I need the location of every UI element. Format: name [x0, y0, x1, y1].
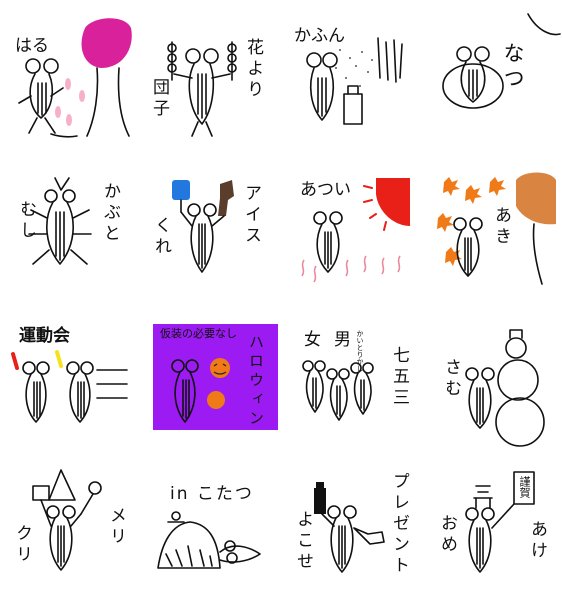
sticker-new-year[interactable]: 謹賀 あけ おめ: [430, 462, 560, 597]
caption-1: かぶと: [100, 182, 120, 245]
caption-1: プレゼント: [389, 472, 409, 577]
caption-1: アイス: [241, 184, 261, 247]
sticker-present-drawing: [314, 482, 385, 573]
caption-1: 花より: [243, 38, 263, 101]
caption-v: 七五三: [389, 346, 409, 409]
sticker-beetle[interactable]: かぶと むし: [5, 160, 135, 295]
sticker-cold-drawing: [465, 329, 545, 447]
sticker-hanami[interactable]: 花より 団子: [148, 8, 278, 143]
sticker-shichigosan[interactable]: 女 男 かいとりかし 七五三: [290, 318, 420, 453]
sticker-halloween[interactable]: 仮装の必要なし ハロウィン: [148, 318, 278, 453]
sticker-kotatsu[interactable]: in こたつ: [148, 462, 278, 597]
sticker-beetle-drawing: [28, 177, 92, 265]
caption-2: むし: [16, 200, 36, 242]
caption-2: おめ: [437, 514, 457, 556]
caption-2: よこせ: [293, 510, 313, 573]
sticker-pollen-drawing: [306, 37, 403, 125]
sticker-autumn-drawing: [437, 172, 556, 285]
caption-2: クリ: [12, 524, 32, 566]
caption: はる: [15, 36, 49, 56]
sticker-sports-day-drawing: [11, 350, 128, 423]
caption-top: 仮装の必要なし: [160, 327, 237, 340]
sticker-ice[interactable]: アイス くれ: [148, 160, 278, 295]
caption-women: 女: [304, 330, 321, 350]
caption-2: 団子: [149, 78, 169, 120]
sticker-sports-day[interactable]: 運動会: [5, 318, 135, 453]
sticker-hanami-drawing: [167, 41, 237, 137]
caption-tiny: かいとりかし: [356, 330, 364, 372]
sticker-summer[interactable]: なつ: [430, 8, 561, 143]
caption-v: ハロウィン: [247, 334, 265, 429]
sticker-ice-drawing: [172, 180, 234, 273]
sticker-christmas-drawing: [32, 469, 102, 571]
caption: かふん: [294, 26, 345, 46]
caption: あつい: [300, 180, 351, 200]
sticker-spring-drawing: [18, 18, 132, 138]
sticker-autumn[interactable]: あき: [430, 160, 560, 295]
sticker-spring[interactable]: はる: [5, 8, 135, 143]
sticker-halloween-drawing: [153, 324, 278, 430]
caption: さむ: [441, 358, 461, 400]
caption: あき: [491, 206, 511, 248]
sticker-summer-drawing: [442, 13, 561, 109]
caption-men: 男: [334, 330, 351, 350]
sticker-cold[interactable]: さむ: [430, 318, 560, 453]
caption: なつ: [501, 42, 525, 92]
caption-1: あけ: [527, 520, 547, 562]
sticker-present[interactable]: プレゼント よこせ: [290, 462, 420, 597]
sticker-shichigosan-drawing: [302, 360, 374, 421]
caption: in こたつ: [170, 484, 254, 504]
new-year-sign: 謹賀: [518, 476, 531, 498]
caption-1: メリ: [106, 506, 126, 548]
sticker-new-year-drawing: [465, 471, 535, 573]
sticker-kotatsu-drawing: [157, 511, 261, 569]
sticker-christmas[interactable]: メリ クリ: [5, 462, 135, 597]
caption: 運動会: [19, 326, 70, 346]
sticker-pollen[interactable]: かふん: [290, 8, 420, 143]
caption-2: くれ: [151, 216, 171, 258]
sticker-hot[interactable]: あつい: [290, 160, 420, 295]
sticker-hot-drawing: [301, 178, 410, 283]
